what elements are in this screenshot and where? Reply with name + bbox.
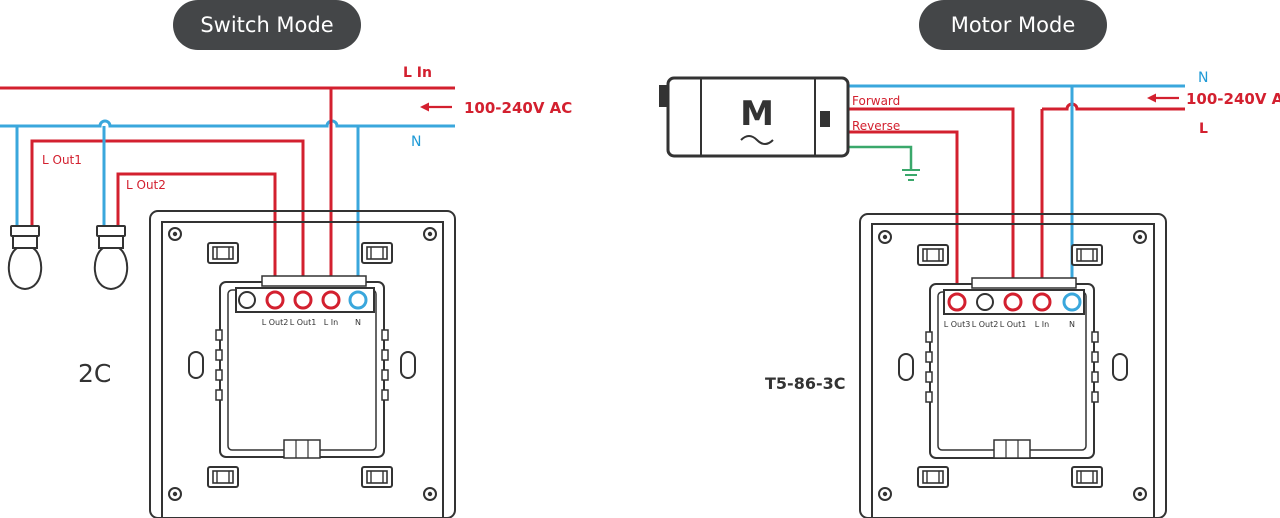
switch-panel-2c: L Out2 L Out1 L In N xyxy=(149,210,456,518)
motor-terminal-label-5: N xyxy=(1069,320,1075,329)
motor-live-bus-line xyxy=(1042,102,1185,111)
out2-label: L Out2 xyxy=(126,178,166,192)
switch-panel-t5-86-3c: L Out3 L Out2 L Out1 L In N xyxy=(859,213,1167,518)
out2-wire xyxy=(116,172,277,290)
earth-wire xyxy=(848,145,913,170)
out1-label: L Out1 xyxy=(42,153,82,167)
neutral-bus-line xyxy=(0,119,455,128)
switch-mode-title: Switch Mode xyxy=(173,0,361,50)
switch-terminal-label-2: L Out1 xyxy=(290,318,317,327)
reverse-label: Reverse xyxy=(852,119,900,133)
motor-terminal-label-2: L Out2 xyxy=(972,320,999,329)
switch-model-label: 2C xyxy=(78,359,111,388)
switch-terminal-label-3: L In xyxy=(324,318,338,327)
motor-terminal-label-4: L In xyxy=(1035,320,1049,329)
motor-model-label: T5-86-3C xyxy=(765,374,845,393)
switch-neutral-label: N xyxy=(411,134,421,150)
reverse-wire xyxy=(848,130,959,290)
out1-wire xyxy=(30,139,305,290)
motor-terminal-dots xyxy=(947,292,1082,312)
forward-wire xyxy=(848,107,1015,290)
earth-icon xyxy=(902,169,920,181)
bulb-2-icon xyxy=(93,225,129,291)
switch-terminal-dots xyxy=(265,290,368,310)
motor-terminal-label-3: L Out1 xyxy=(1000,320,1027,329)
switch-terminal-label-4: N xyxy=(355,318,361,327)
motor-symbol: M xyxy=(740,94,774,134)
motor-live-label: L xyxy=(1199,121,1208,137)
switch-live-label: L In xyxy=(403,65,432,81)
motor-mode-title: Motor Mode xyxy=(919,0,1107,50)
bulb-1-icon xyxy=(7,225,43,291)
motor-neutral-label: N xyxy=(1198,70,1208,86)
forward-label: Forward xyxy=(852,94,900,108)
motor-mode-diagram: M xyxy=(659,70,1280,518)
switch-mode-diagram: L Out2 L Out1 L In N L In 100-240V AC N … xyxy=(0,65,572,518)
switch-voltage-label: 100-240V AC xyxy=(464,99,572,117)
motor-terminal-label-1: L Out3 xyxy=(944,320,971,329)
motor-voltage-label: 100-240V AC xyxy=(1186,90,1280,108)
switch-terminal-label-1: L Out2 xyxy=(262,318,289,327)
motor-icon: M xyxy=(659,76,850,158)
